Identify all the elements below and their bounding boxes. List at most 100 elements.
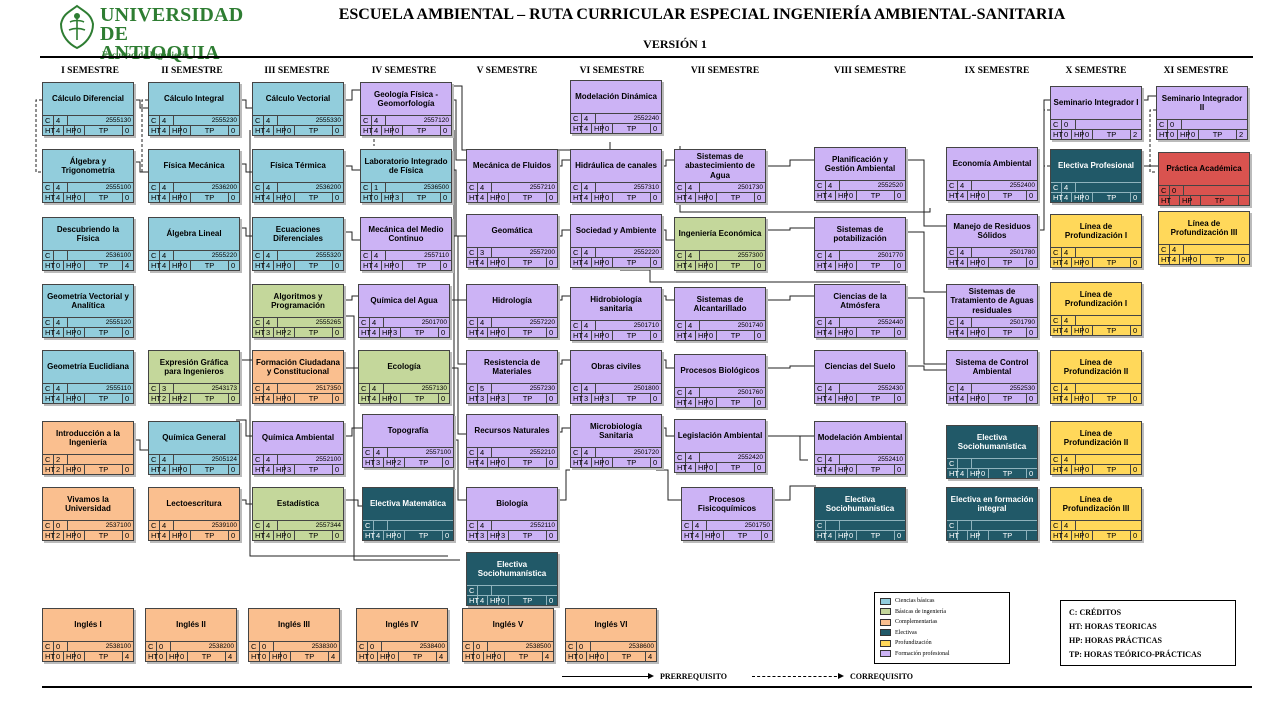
course-card-ingles-4[interactable]: Inglés IV C 0 2538400 HT 0 HP 0 TP 4 xyxy=(356,608,448,662)
course-card-calculo-vectorial[interactable]: Cálculo Vectorial C 4 2555330 HT 4 HP 0 … xyxy=(252,82,344,136)
course-card-resistencia-materiales[interactable]: Resistencia de Materiales C 5 2557230 HT… xyxy=(466,350,558,404)
course-card-geometria-vectorial[interactable]: Geometría Vectorial y Analítica C 4 2555… xyxy=(42,284,134,338)
course-card-sistemas-abastecimiento[interactable]: Sistemas de abastecimiento de Agua C 4 2… xyxy=(674,149,766,203)
course-card-procesos-biologicos[interactable]: Procesos Biológicos C 4 2501760 HT 4 HP … xyxy=(674,354,766,408)
course-card-modelacion-ambiental[interactable]: Modelación Ambiental C 4 2552410 HT 4 HP… xyxy=(814,421,906,475)
course-card-estadistica[interactable]: Estadística C 4 2557344 HT 4 HP 0 TP 0 xyxy=(252,487,344,541)
course-card-obras-civiles[interactable]: Obras civiles C 4 2501800 HT 3 HP 3 TP 0 xyxy=(570,350,662,404)
course-card-modelacion-dinamica[interactable]: Modelación Dinámica C 4 2552240 HT 4 HP … xyxy=(570,80,662,134)
course-card-profundizacion-2a[interactable]: Línea de Profundización II C 4 HT 4 HP 0… xyxy=(1050,350,1142,404)
credits-value: 4 xyxy=(478,183,492,192)
course-card-economia-ambiental[interactable]: Economía Ambiental C 4 2552400 HT 4 HP 0… xyxy=(946,147,1038,201)
credits-label: C xyxy=(149,455,160,464)
course-card-biologia[interactable]: Biología C 4 2552110 HT 3 HP 3 TP 0 xyxy=(466,487,558,541)
ht-label: HT xyxy=(573,394,583,403)
course-card-ingenieria-economica[interactable]: Ingeniería Económica C 4 2557300 HT 4 HP… xyxy=(674,217,766,271)
course-card-quimica-agua[interactable]: Química del Agua C 4 2501700 HT 4 HP 3 T… xyxy=(358,284,450,338)
course-card-expresion-grafica[interactable]: Expresión Gráfica para Ingenieros C 3 25… xyxy=(148,350,240,404)
course-card-laboratorio-fisica[interactable]: Laboratorio Integrado de Física C 1 2536… xyxy=(360,149,452,203)
ht-label: HT xyxy=(148,652,158,661)
ht-label: HT xyxy=(677,331,687,340)
course-card-fisica-termica[interactable]: Física Térmica C 4 2536200 HT 4 HP 0 TP … xyxy=(252,149,344,203)
course-card-practica-academica[interactable]: Práctica Académica C 0 HT HP TP xyxy=(1158,152,1250,206)
course-card-mecanica-medio-continuo[interactable]: Mecánica del Medio Continuo C 4 2557110 … xyxy=(360,217,452,271)
course-card-legislacion-ambiental[interactable]: Legislación Ambiental C 4 2552420 HT 4 H… xyxy=(674,419,766,473)
ht-label: HT xyxy=(949,258,959,267)
course-card-profundizacion-1a[interactable]: Línea de Profundización I C 4 HT 4 HP 0 … xyxy=(1050,214,1142,268)
course-card-calculo-integral[interactable]: Cálculo Integral C 4 2555230 HT 4 HP 0 T… xyxy=(148,82,240,136)
course-code: 2557100 xyxy=(425,449,451,456)
course-name: Línea de Profundización I xyxy=(1064,221,1128,241)
course-card-tratamiento-aguas[interactable]: Sistemas de Tratamiento de Aguas residua… xyxy=(946,284,1038,338)
credits-label: C xyxy=(947,459,958,468)
course-card-ingles-3[interactable]: Inglés III C 0 2538300 HT 0 HP 0 TP 4 xyxy=(248,608,340,662)
course-card-mecanica-fluidos[interactable]: Mecánica de Fluidos C 4 2557210 HT 4 HP … xyxy=(466,149,558,203)
tp-label: TP xyxy=(85,193,123,202)
course-card-hidraulica-canales[interactable]: Hidráulica de canales C 4 2557310 HT 4 H… xyxy=(570,149,662,203)
course-card-control-ambiental[interactable]: Sistema de Control Ambiental C 4 2552530… xyxy=(946,350,1038,404)
tp-label: TP xyxy=(717,331,755,340)
course-card-geomatica[interactable]: Geomática C 3 2557200 HT 4 HP 0 TP 0 xyxy=(466,214,558,268)
credits-label: C xyxy=(149,116,160,125)
tp-value: 0 xyxy=(1133,531,1138,540)
hp-value: 0 xyxy=(979,394,989,403)
course-card-algebra-lineal[interactable]: Álgebra Lineal C 4 2555220 HT 4 HP 0 TP … xyxy=(148,217,240,271)
course-card-ecuaciones-diferenciales[interactable]: Ecuaciones Diferenciales C 4 2555320 HT … xyxy=(252,217,344,271)
tp-label: TP xyxy=(724,531,762,540)
course-card-electiva-socio-viii[interactable]: Electiva Sociohumanística C HT 4 HP 0 TP… xyxy=(814,487,906,541)
ht-value: 0 xyxy=(54,652,64,661)
course-card-fisica-mecanica[interactable]: Física Mecánica C 4 2536200 HT 4 HP 0 TP… xyxy=(148,149,240,203)
course-card-introduccion-ingenieria[interactable]: Introducción a la Ingeniería C 2 HT 2 HP… xyxy=(42,421,134,475)
course-card-vivamos-universidad[interactable]: Vivamos la Universidad C 0 2537100 HT 2 … xyxy=(42,487,134,541)
course-card-descubriendo-fisica[interactable]: Descubriendo la Física C 2536100 HT 0 HP… xyxy=(42,217,134,271)
hp-value: 0 xyxy=(181,261,191,270)
tp-value: 4 xyxy=(439,652,444,661)
tp-label: TP xyxy=(717,193,755,202)
course-card-geometria-euclidiana[interactable]: Geometría Euclidiana C 4 2555110 HT 4 HP… xyxy=(42,350,134,404)
course-card-procesos-fisicoquimicos[interactable]: Procesos Fisicoquímicos C 4 2501750 HT 4… xyxy=(681,487,773,541)
course-card-lectoescritura[interactable]: Lectoescritura C 4 2539100 HT 4 HP 0 TP … xyxy=(148,487,240,541)
ht-value: 4 xyxy=(54,193,64,202)
tp-label: TP xyxy=(85,261,123,270)
course-card-geologia[interactable]: Geología Física - Geomorfología C 4 2557… xyxy=(360,82,452,136)
course-card-profundizacion-3b[interactable]: Línea de Profundización III C 4 HT 4 HP … xyxy=(1158,211,1250,265)
course-card-planificacion-gestion[interactable]: Planificación y Gestión Ambiental C 4 25… xyxy=(814,147,906,201)
course-card-electiva-matematica[interactable]: Electiva Matemática C HT 4 HP 0 TP 0 xyxy=(362,487,454,541)
course-card-electiva-profesional[interactable]: Electiva Profesional C 4 HT 4 HP 0 TP 0 xyxy=(1050,149,1142,203)
course-card-profundizacion-1b[interactable]: Línea de Profundización I C 4 HT 4 HP 0 … xyxy=(1050,282,1142,336)
course-card-seminario-1[interactable]: Seminario Integrador I C 0 HT 0 HP 0 TP … xyxy=(1050,86,1142,140)
course-card-ingles-6[interactable]: Inglés VI C 0 2538600 HT 0 HP 0 TP 4 xyxy=(565,608,657,662)
course-card-calculo-diferencial[interactable]: Cálculo Diferencial C 4 2555130 HT 4 HP … xyxy=(42,82,134,136)
course-card-sistemas-potabilizacion[interactable]: Sistemas de potabilización C 4 2501770 H… xyxy=(814,217,906,271)
course-card-hidrologia[interactable]: Hidrología C 4 2557220 HT 4 HP 0 TP 0 xyxy=(466,284,558,338)
course-card-hidrobiologia[interactable]: Hidrobiología sanitaria C 4 2501710 HT 4… xyxy=(570,287,662,341)
ht-value: 4 xyxy=(54,328,64,337)
course-card-topografia[interactable]: Topografía C 4 2557100 HT 3 HP 2 TP 0 xyxy=(362,414,454,468)
course-card-microbiologia[interactable]: Microbiología Sanitaria C 4 2501720 HT 4… xyxy=(570,414,662,468)
course-card-quimica-ambiental[interactable]: Química Ambiental C 4 2552100 HT 4 HP 3 … xyxy=(252,421,344,475)
course-card-recursos-naturales[interactable]: Recursos Naturales C 4 2552210 HT 4 HP 0… xyxy=(466,414,558,468)
course-card-electiva-socio-v[interactable]: Electiva Sociohumanística C HT 4 HP 0 TP… xyxy=(466,552,558,606)
credits-label: C xyxy=(947,318,958,327)
course-card-profundizacion-3a[interactable]: Línea de Profundización III C 4 HT 4 HP … xyxy=(1050,487,1142,541)
course-card-electiva-socio-ix[interactable]: Electiva Sociohumanística C HT 4 HP 0 TP… xyxy=(946,425,1038,479)
course-card-seminario-2[interactable]: Seminario Integrador II C 0 HT 0 HP 0 TP… xyxy=(1156,86,1248,140)
course-card-ingles-5[interactable]: Inglés V C 0 2538500 HT 0 HP 0 TP 4 xyxy=(462,608,554,662)
course-card-ecologia[interactable]: Ecología C 4 2557130 HT 4 HP 0 TP 0 xyxy=(358,350,450,404)
course-card-algoritmos[interactable]: Algoritmos y Programación C 4 2555265 HT… xyxy=(252,284,344,338)
course-card-ciencias-suelo[interactable]: Ciencias del Suelo C 4 2552430 HT 4 HP 0… xyxy=(814,350,906,404)
course-card-formacion-ciudadana[interactable]: Formación Ciudadana y Constitucional C 4… xyxy=(252,350,344,404)
course-card-ingles-1[interactable]: Inglés I C 0 2538100 HT 0 HP 0 TP 4 xyxy=(42,608,134,662)
course-card-manejo-residuos[interactable]: Manejo de Residuos Sólidos C 4 2501780 H… xyxy=(946,214,1038,268)
course-card-ciencias-atmosfera[interactable]: Ciencias de la Atmósfera C 4 2552440 HT … xyxy=(814,284,906,338)
course-card-ingles-2[interactable]: Inglés II C 0 2538200 HT 0 HP 0 TP 4 xyxy=(145,608,237,662)
credits-label: C xyxy=(675,388,686,397)
course-card-quimica-general[interactable]: Química General C 4 2505124 HT 4 HP 0 TP… xyxy=(148,421,240,475)
credits-value: 4 xyxy=(54,116,68,125)
credits-label: C xyxy=(1051,120,1062,129)
course-card-electiva-formacion-integral[interactable]: Electiva en formación integral C HT HP T… xyxy=(946,487,1038,541)
course-card-algebra-trigonometria[interactable]: Álgebra y Trigonometría C 4 2555100 HT 4… xyxy=(42,149,134,203)
course-card-sistemas-alcantarillado[interactable]: Sistemas de Alcantarillado C 4 2501740 H… xyxy=(674,287,766,341)
course-card-profundizacion-2b[interactable]: Línea de Profundización II C 4 HT 4 HP 0… xyxy=(1050,421,1142,475)
course-card-sociedad-ambiente[interactable]: Sociedad y Ambiente C 4 2552220 HT 4 HP … xyxy=(570,214,662,268)
